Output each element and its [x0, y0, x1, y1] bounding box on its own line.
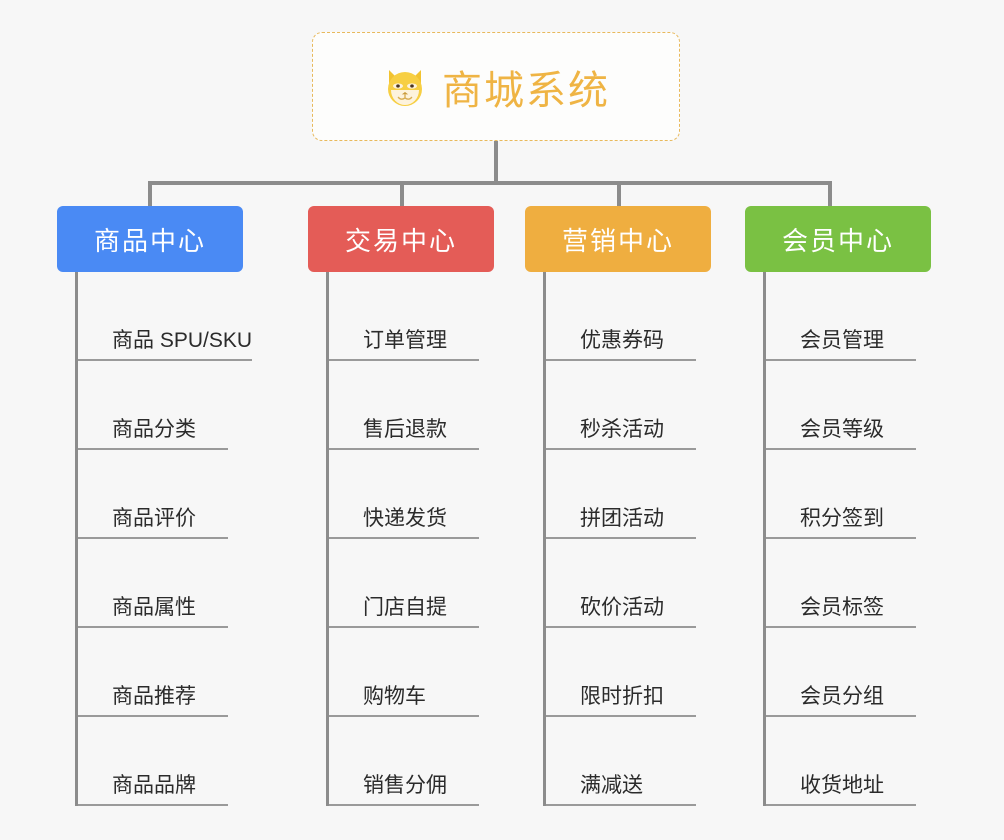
leaf-item-label: 满减送	[580, 773, 643, 797]
leaf-item-label: 商品推荐	[112, 684, 196, 708]
branch-column-2: 交易中心 订单管理 售后退款 快递发货 门店自提 购物车 销售分佣	[308, 206, 548, 806]
branch-column-4: 会员中心 会员管理 会员等级 积分签到 会员标签 会员分组 收货地址	[745, 206, 977, 806]
leaf-item-label: 商品分类	[112, 417, 196, 441]
branch-header-label: 商品中心	[93, 225, 206, 256]
leaf-item-label: 收货地址	[800, 773, 884, 797]
leaf-item[interactable]: 会员分组	[766, 628, 916, 717]
leaf-item[interactable]: 售后退款	[329, 361, 479, 450]
leaf-item[interactable]: 满减送	[546, 717, 696, 806]
leaf-item[interactable]: 商品评价	[78, 450, 228, 539]
leaf-item-label: 砍价活动	[580, 595, 664, 619]
leaf-item-label: 商品评价	[112, 506, 196, 530]
leaf-item-label: 商品 SPU/SKU	[112, 328, 253, 352]
leaf-item[interactable]: 会员管理	[766, 272, 916, 361]
connector-root-stem	[494, 141, 498, 183]
leaf-item[interactable]: 商品分类	[78, 361, 228, 450]
branch-leaf-list-1: 商品 SPU/SKU 商品分类 商品评价 商品属性 商品推荐 商品品牌	[75, 272, 307, 806]
leaf-item[interactable]: 优惠券码	[546, 272, 696, 361]
leaf-item[interactable]: 会员标签	[766, 539, 916, 628]
leaf-item[interactable]: 门店自提	[329, 539, 479, 628]
leaf-item-label: 会员管理	[800, 328, 884, 352]
leaf-item[interactable]: 积分签到	[766, 450, 916, 539]
leaf-item-label: 购物车	[363, 684, 426, 708]
connector-horizontal-bus	[148, 181, 832, 185]
leaf-item-label: 商品品牌	[112, 773, 196, 797]
branch-column-3: 营销中心 优惠券码 秒杀活动 拼团活动 砍价活动 限时折扣 满减送	[525, 206, 763, 806]
branch-header-label: 会员中心	[781, 225, 894, 256]
leaf-item-label: 快递发货	[363, 506, 447, 530]
branch-header-label: 交易中心	[344, 225, 457, 256]
leaf-item[interactable]: 商品属性	[78, 539, 228, 628]
leaf-item-label: 商品属性	[112, 595, 196, 619]
branch-header-3[interactable]: 营销中心	[525, 206, 711, 272]
leaf-item-label: 会员标签	[800, 595, 884, 619]
branch-header-2[interactable]: 交易中心	[308, 206, 494, 272]
leaf-item[interactable]: 限时折扣	[546, 628, 696, 717]
branch-column-1: 商品中心 商品 SPU/SKU 商品分类 商品评价 商品属性 商品推荐 商品品牌	[57, 206, 307, 806]
branch-header-label: 营销中心	[561, 225, 674, 256]
connector-drop-3	[617, 183, 621, 208]
leaf-item-label: 订单管理	[363, 328, 447, 352]
leaf-item[interactable]: 销售分佣	[329, 717, 479, 806]
leaf-item[interactable]: 订单管理	[329, 272, 479, 361]
branch-leaf-list-4: 会员管理 会员等级 积分签到 会员标签 会员分组 收货地址	[763, 272, 977, 806]
leaf-item-label: 售后退款	[363, 417, 447, 441]
leaf-item-label: 秒杀活动	[580, 417, 664, 441]
connector-drop-2	[400, 183, 404, 208]
shiba-dog-face-icon	[382, 64, 428, 110]
leaf-item-label: 门店自提	[363, 595, 447, 619]
leaf-item[interactable]: 商品 SPU/SKU	[78, 272, 253, 361]
leaf-item[interactable]: 收货地址	[766, 717, 916, 806]
leaf-item[interactable]: 拼团活动	[546, 450, 696, 539]
branch-header-4[interactable]: 会员中心	[745, 206, 931, 272]
leaf-item-label: 积分签到	[800, 506, 884, 530]
leaf-item-label: 限时折扣	[580, 684, 664, 708]
leaf-item[interactable]: 秒杀活动	[546, 361, 696, 450]
leaf-item-label: 会员等级	[800, 417, 884, 441]
leaf-item[interactable]: 快递发货	[329, 450, 479, 539]
leaf-item[interactable]: 会员等级	[766, 361, 916, 450]
leaf-item-label: 销售分佣	[363, 773, 447, 797]
leaf-item-label: 优惠券码	[580, 328, 664, 352]
leaf-item[interactable]: 购物车	[329, 628, 479, 717]
root-node[interactable]: 商城系统	[312, 32, 680, 141]
connector-drop-1	[148, 183, 152, 208]
root-title: 商城系统	[442, 68, 610, 113]
leaf-item[interactable]: 商品品牌	[78, 717, 228, 806]
leaf-item[interactable]: 商品推荐	[78, 628, 228, 717]
leaf-item-label: 会员分组	[800, 684, 884, 708]
connector-drop-4	[828, 183, 832, 208]
leaf-item-label: 拼团活动	[580, 506, 664, 530]
branch-header-1[interactable]: 商品中心	[57, 206, 243, 272]
leaf-item[interactable]: 砍价活动	[546, 539, 696, 628]
branch-leaf-list-2: 订单管理 售后退款 快递发货 门店自提 购物车 销售分佣	[326, 272, 548, 806]
branch-leaf-list-3: 优惠券码 秒杀活动 拼团活动 砍价活动 限时折扣 满减送	[543, 272, 763, 806]
